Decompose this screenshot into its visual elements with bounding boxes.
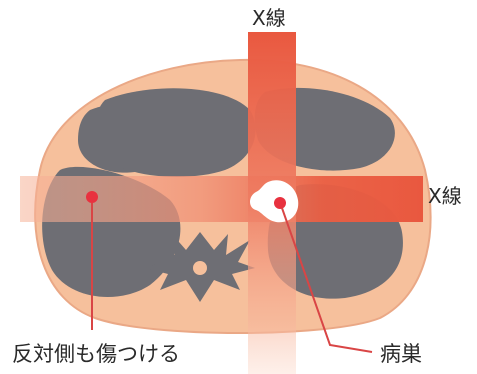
lesion-label: 病巣: [380, 342, 422, 366]
xray-beam-label-right: X線: [428, 184, 462, 208]
opposite-side-marker: [86, 191, 98, 203]
lesion-shape: [250, 180, 299, 223]
horizontal-xray-beam: [20, 176, 423, 222]
opposite-side-label: 反対側も傷つける: [12, 342, 180, 366]
lesion-pointer-line: [281, 207, 373, 353]
spinal-canal-shape: [193, 261, 207, 275]
heart-organ: [95, 88, 256, 177]
lesion-marker: [274, 197, 286, 209]
xray-beam-label-top: X線: [252, 6, 286, 30]
